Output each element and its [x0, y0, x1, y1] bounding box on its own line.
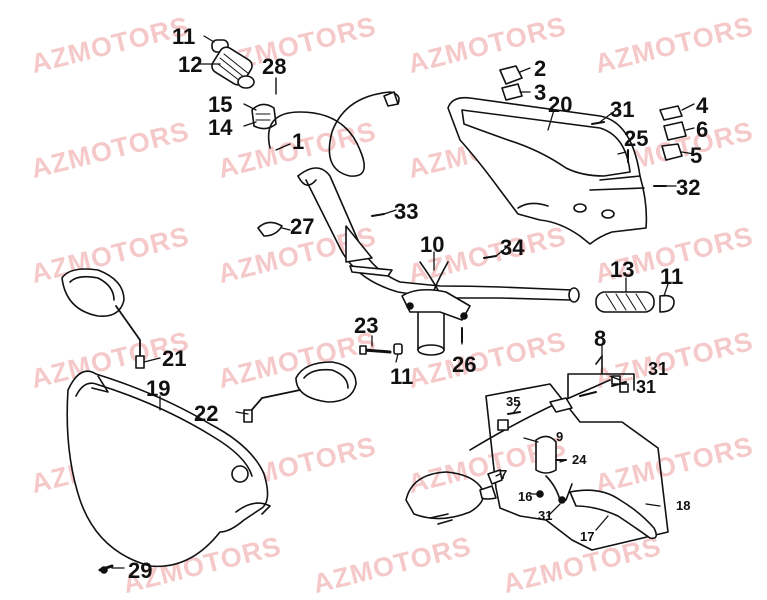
part-label-13: 12 [178, 52, 203, 77]
part-label-1: 1 [292, 129, 305, 154]
part-label-12: 11 [390, 364, 414, 389]
part-label-28: 27 [290, 214, 315, 239]
part-label-25: 24 [572, 452, 587, 467]
left-mirror-drawing [61, 268, 145, 369]
upper-cover-drawing [447, 96, 648, 245]
right-grip-drawing [595, 291, 675, 313]
handlebar-drawing [297, 167, 580, 356]
part-label-22: 21 [162, 346, 187, 371]
part-label-35: 35 [506, 394, 521, 409]
part-label-31-d: 34 [500, 235, 525, 260]
switch-blocks-drawing [499, 65, 687, 161]
part-label-30: 29 [128, 558, 153, 583]
part-label-27: 26 [452, 352, 477, 377]
part-label-3: 3 [534, 80, 547, 105]
part-label-15: 14 [208, 115, 233, 140]
part-label-9: 9 [556, 429, 564, 444]
part-label-19: 18 [676, 498, 691, 513]
part-label-11: 11 [172, 24, 196, 49]
part-label-21: 20 [548, 92, 573, 117]
part-label-26: 25 [624, 126, 649, 151]
throttle-cable-drawing [267, 91, 400, 177]
part-label-31-b: 32 [676, 175, 701, 200]
part-label-4: 4 [696, 93, 709, 118]
right-mirror-drawing [243, 361, 357, 423]
part-label-20: 19 [146, 376, 171, 401]
part-label-33: 31 [636, 377, 657, 397]
part-label-16: 15 [208, 92, 233, 117]
part-label-23: 22 [194, 401, 219, 426]
brake-lever-group-drawing [405, 355, 669, 551]
windshield-drawing [66, 370, 271, 568]
throttle-housing-drawing [251, 103, 277, 130]
part-label-2: 2 [534, 56, 547, 81]
part-label-17: 16 [518, 489, 533, 504]
part-label-18: 17 [580, 529, 595, 544]
leader-lines [111, 35, 695, 569]
clip-drawing [257, 221, 283, 237]
part-label-7: 7 [500, 467, 508, 482]
part-label-14: 13 [610, 257, 635, 282]
part-label-31-a: 31 [610, 97, 635, 122]
part-label-10: 10 [420, 232, 445, 257]
part-label-31-c: 33 [394, 199, 419, 224]
part-label-34: 31 [648, 359, 669, 379]
part-label-29: 28 [262, 54, 287, 79]
bolts-drawing [359, 327, 463, 355]
part-label-5: 5 [690, 143, 703, 168]
left-grip-drawing [211, 39, 277, 95]
part-label-24: 23 [354, 313, 379, 338]
part-label-11-b: 11 [660, 264, 684, 289]
part-label-8: 8 [594, 326, 607, 351]
part-label-6: 6 [696, 117, 709, 142]
part-label-32: 31 [538, 508, 553, 523]
